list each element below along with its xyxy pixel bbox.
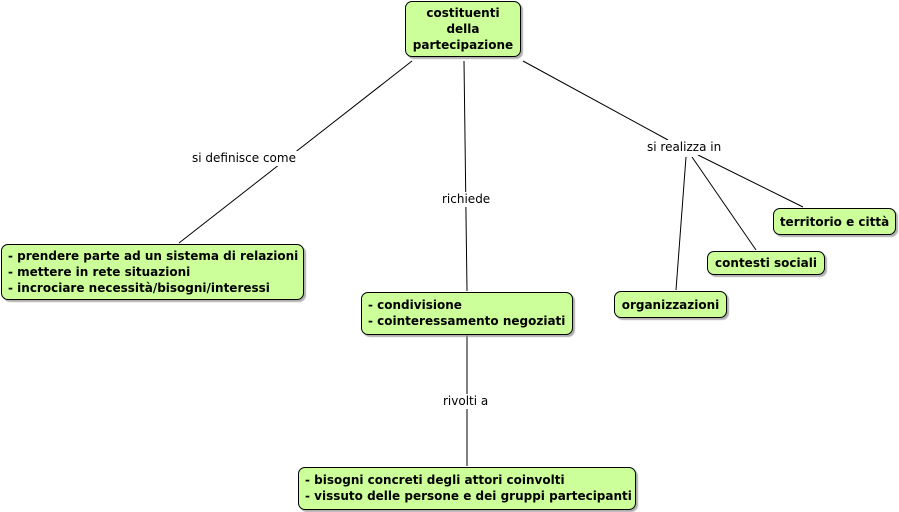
definition-item: - incrociare necessità/bisogni/interessi — [8, 281, 270, 295]
root-concept-node[interactable]: costituenti della partecipazione — [405, 1, 521, 57]
link-label-realized: si realizza in — [644, 140, 725, 155]
root-concept-text: costituenti della partecipazione — [413, 5, 513, 53]
connector-realized-to-territory — [697, 154, 804, 208]
social-contexts-label: contesti sociali — [715, 256, 817, 270]
link-label-requires: richiede — [439, 192, 494, 207]
connector-root-to-requirements — [463, 60, 468, 292]
definition-node[interactable]: - prendere parte ad un sistema di relazi… — [1, 244, 304, 300]
definition-item: - mettere in rete situazioni — [8, 265, 191, 279]
connector-root-to-realized-label — [522, 60, 669, 141]
root-concept-line: costituenti — [426, 6, 500, 20]
requirements-item: - condivisione — [368, 298, 462, 312]
root-concept-line: partecipazione — [412, 38, 514, 52]
definition-item: - prendere parte ad un sistema di relazi… — [8, 249, 299, 263]
connector-realized-to-social-contexts — [691, 156, 757, 251]
targets-item: - vissuto delle persone e dei gruppi par… — [305, 489, 632, 503]
requirements-node[interactable]: - condivisione - cointeressamento negozi… — [361, 292, 573, 335]
targets-node[interactable]: - bisogni concreti degli attori coinvolt… — [298, 467, 636, 510]
connector-realized-to-organizations — [675, 156, 687, 291]
territory-label: territorio e città — [779, 214, 890, 229]
link-label-defines: si definisce come — [189, 151, 299, 166]
requirements-item: - cointeressamento negoziati — [368, 314, 566, 328]
social-contexts-node[interactable]: contesti sociali — [707, 251, 825, 275]
link-label-directed: rivolti a — [440, 394, 492, 409]
organizations-label: organizzazioni — [621, 297, 720, 312]
targets-item: - bisogni concreti degli attori coinvolt… — [305, 473, 565, 487]
territory-node[interactable]: territorio e città — [773, 208, 896, 235]
organizations-node[interactable]: organizzazioni — [614, 291, 727, 318]
root-concept-line: della — [446, 22, 480, 36]
